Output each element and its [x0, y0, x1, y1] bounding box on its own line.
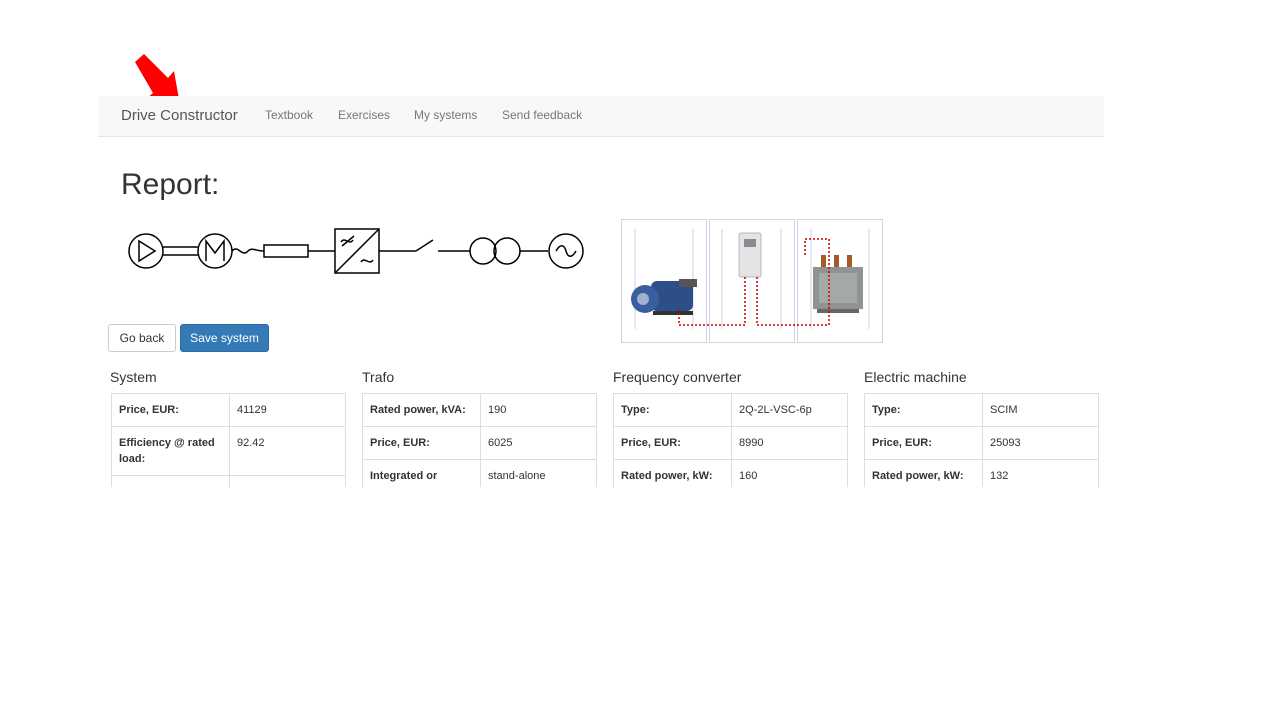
- row-label: Efficiency @ 75%: [111, 475, 230, 487]
- pump-icon: [128, 233, 164, 269]
- table-row: Type: 2Q-2L-VSC-6p: [613, 393, 848, 427]
- table-row: Price, EUR: 8990: [613, 426, 848, 460]
- trafo-table: Rated power, kVA: 190 Price, EUR: 6025 I…: [362, 393, 597, 487]
- row-value: 6025: [480, 426, 597, 460]
- row-value: 8990: [731, 426, 848, 460]
- table-row: Type: SCIM: [864, 393, 1099, 427]
- row-label: Price, EUR:: [613, 426, 732, 460]
- row-value: 160: [731, 459, 848, 487]
- row-label: Rated power, kW:: [613, 459, 732, 487]
- row-value: SCIM: [982, 393, 1099, 427]
- table-row: Price, EUR: 6025: [362, 426, 597, 460]
- row-label: Rated power, kW:: [864, 459, 983, 487]
- converter-section-title: Frequency converter: [613, 369, 742, 385]
- annotation-arrow-icon: [135, 54, 180, 105]
- ac-source-icon: [548, 233, 584, 269]
- converter-table: Type: 2Q-2L-VSC-6p Price, EUR: 8990 Rate…: [613, 393, 848, 487]
- converter-photo: [738, 232, 762, 278]
- switch-icon: [415, 239, 434, 252]
- row-value: 2Q-2L-VSC-6p: [731, 393, 848, 427]
- system-schematic: [128, 228, 584, 274]
- nav-link-my-systems[interactable]: My systems: [414, 108, 478, 122]
- trafo-section-title: Trafo: [362, 369, 395, 385]
- nav-link-exercises[interactable]: Exercises: [338, 108, 391, 122]
- row-value: stand-alone: [480, 459, 597, 487]
- system-section-title: System: [110, 369, 157, 385]
- table-row: Efficiency @ rated load: 92.42: [111, 426, 346, 476]
- row-label: Efficiency @ rated load:: [111, 426, 230, 476]
- row-label: Price, EUR:: [362, 426, 481, 460]
- table-row: Integrated or stand-alone: [362, 459, 597, 487]
- transformer-icon: [469, 237, 521, 265]
- row-label: Price, EUR:: [111, 393, 230, 427]
- page-title: Report:: [121, 168, 220, 201]
- row-value: 92.42: [229, 426, 346, 476]
- nav-link-textbook[interactable]: Textbook: [265, 108, 314, 122]
- table-row: Rated power, kW: 132: [864, 459, 1099, 487]
- machine-section-title: Electric machine: [864, 369, 967, 385]
- nav-link-send-feedback[interactable]: Send feedback: [502, 108, 583, 122]
- system-photos: [621, 219, 883, 343]
- row-label: Price, EUR:: [864, 426, 983, 460]
- row-label: Integrated or: [362, 459, 481, 487]
- save-system-button[interactable]: Save system: [180, 324, 269, 352]
- row-value: 41129: [229, 393, 346, 427]
- pump-photo: [631, 279, 697, 315]
- table-row: Price, EUR: 41129: [111, 393, 346, 427]
- row-label: Type:: [864, 393, 983, 427]
- motor-icon: [197, 233, 233, 269]
- row-label: Type:: [613, 393, 732, 427]
- row-value: 190: [480, 393, 597, 427]
- table-row: Rated power, kVA: 190: [362, 393, 597, 427]
- go-back-button[interactable]: Go back: [108, 324, 176, 352]
- row-label: Rated power, kVA:: [362, 393, 481, 427]
- row-value: 132: [982, 459, 1099, 487]
- converter-icon: [334, 228, 380, 274]
- system-table: Price, EUR: 41129 Efficiency @ rated loa…: [111, 393, 346, 487]
- machine-table: Type: SCIM Price, EUR: 25093 Rated power…: [864, 393, 1099, 487]
- row-value: 25093: [982, 426, 1099, 460]
- table-row: Efficiency @ 75% 92.3: [111, 475, 346, 487]
- table-row: Price, EUR: 25093: [864, 426, 1099, 460]
- table-row: Rated power, kW: 160: [613, 459, 848, 487]
- navbar: Drive Constructor Textbook Exercises My …: [98, 96, 1104, 137]
- cable-icon: [263, 244, 309, 258]
- navbar-brand[interactable]: Drive Constructor: [121, 107, 238, 124]
- transformer-photo: [813, 255, 863, 313]
- row-value: 92.3: [229, 475, 346, 487]
